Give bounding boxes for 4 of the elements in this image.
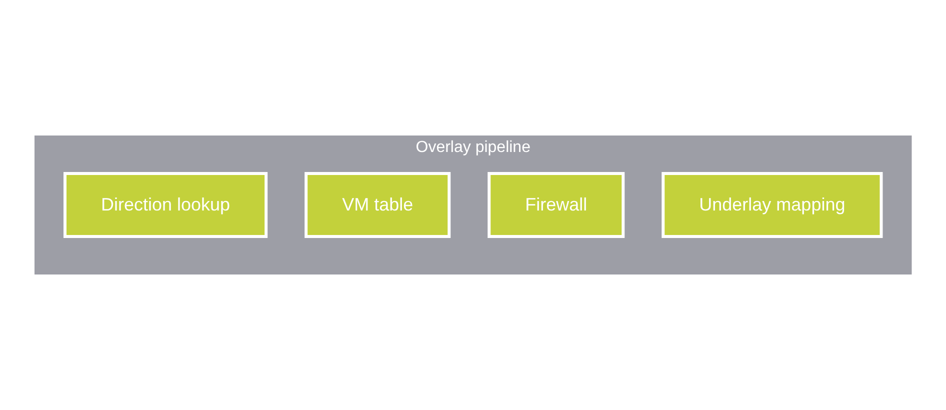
node-box: VM table bbox=[304, 172, 450, 238]
node-box: Underlay mapping bbox=[662, 172, 883, 238]
node-box: Firewall bbox=[488, 172, 625, 238]
node-box: Direction lookup bbox=[63, 172, 268, 238]
